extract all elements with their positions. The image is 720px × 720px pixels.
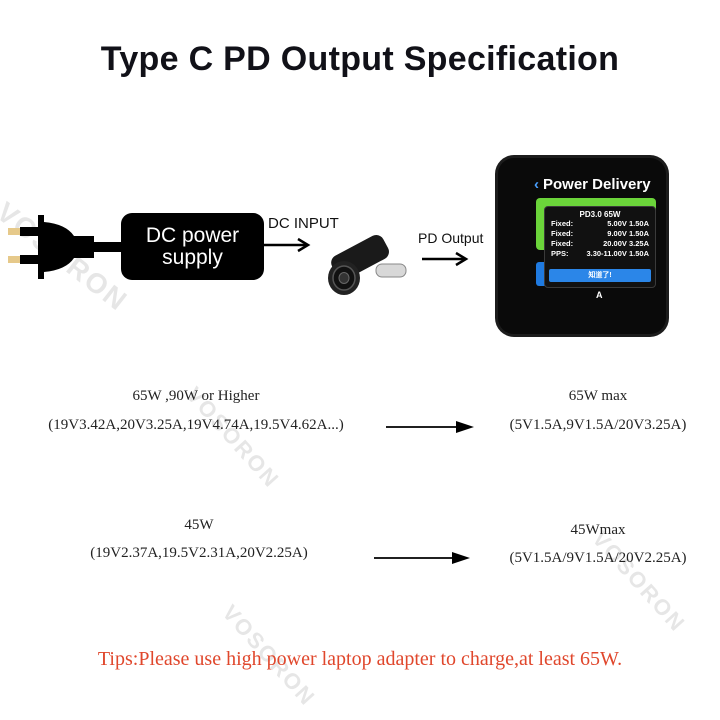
page-title: Type C PD Output Specification: [100, 40, 620, 78]
arrow-right-icon: [422, 251, 469, 267]
plug-icon: [8, 215, 126, 279]
spec-2-output-detail: (5V1.5A/9V1.5A/20V2.25A): [509, 550, 687, 566]
popup-header: PD3.0 65W: [579, 210, 621, 219]
spec-2-input-detail: (19V2.37A,19.5V2.31A,20V2.25A): [90, 545, 308, 561]
arrow-right-icon: [374, 552, 470, 564]
pd-output-label: PD Output: [418, 230, 484, 246]
watermark: VOSORON: [587, 526, 691, 637]
dc-power-supply: DC power supply: [121, 213, 264, 280]
usb-c-adapter-icon: [328, 234, 407, 295]
spec-1-input-title: 65W ,90W or Higher: [132, 388, 260, 404]
tester-screen: ‹Power Delivery PD3.0 65W Fixed:5.00V 1.…: [498, 158, 666, 334]
spec-1-output-detail: (5V1.5A,9V1.5A/20V3.25A): [509, 417, 687, 433]
pdo-row: Fixed:9.00V 1.50A: [551, 229, 649, 238]
screen-title: ‹Power Delivery: [534, 176, 651, 193]
screen-title-text: Power Delivery: [543, 176, 651, 193]
spec-2-output-title: 45Wmax: [570, 522, 626, 538]
arrow-right-icon: [386, 421, 474, 433]
pdo-row: Fixed:5.00V 1.50A: [551, 219, 649, 228]
dc-input-label: DC INPUT: [268, 215, 339, 232]
pdo-row: Fixed:20.00V 3.25A: [551, 239, 649, 248]
psu-label-line1: DC power: [145, 223, 240, 247]
popup-ok-button: 知道了!: [549, 269, 651, 282]
back-icon: ‹: [534, 176, 539, 193]
tips-text: Tips:Please use high power laptop adapte…: [97, 648, 623, 670]
pdo-row: PPS:3.30-11.00V 1.50A: [551, 249, 649, 258]
arrow-right-icon: [264, 237, 311, 253]
spec-2-input-title: 45W: [184, 517, 214, 533]
screen-bottom-mark: A: [596, 290, 603, 300]
psu-label-line2: supply: [162, 245, 223, 269]
spec-1-input-detail: (19V3.42A,20V3.25A,19V4.74A,19.5V4.62A..…: [48, 417, 344, 433]
spec-1-output-title: 65W max: [568, 388, 628, 404]
pd-popup: PD3.0 65W Fixed:5.00V 1.50A Fixed:9.00V …: [544, 206, 656, 288]
